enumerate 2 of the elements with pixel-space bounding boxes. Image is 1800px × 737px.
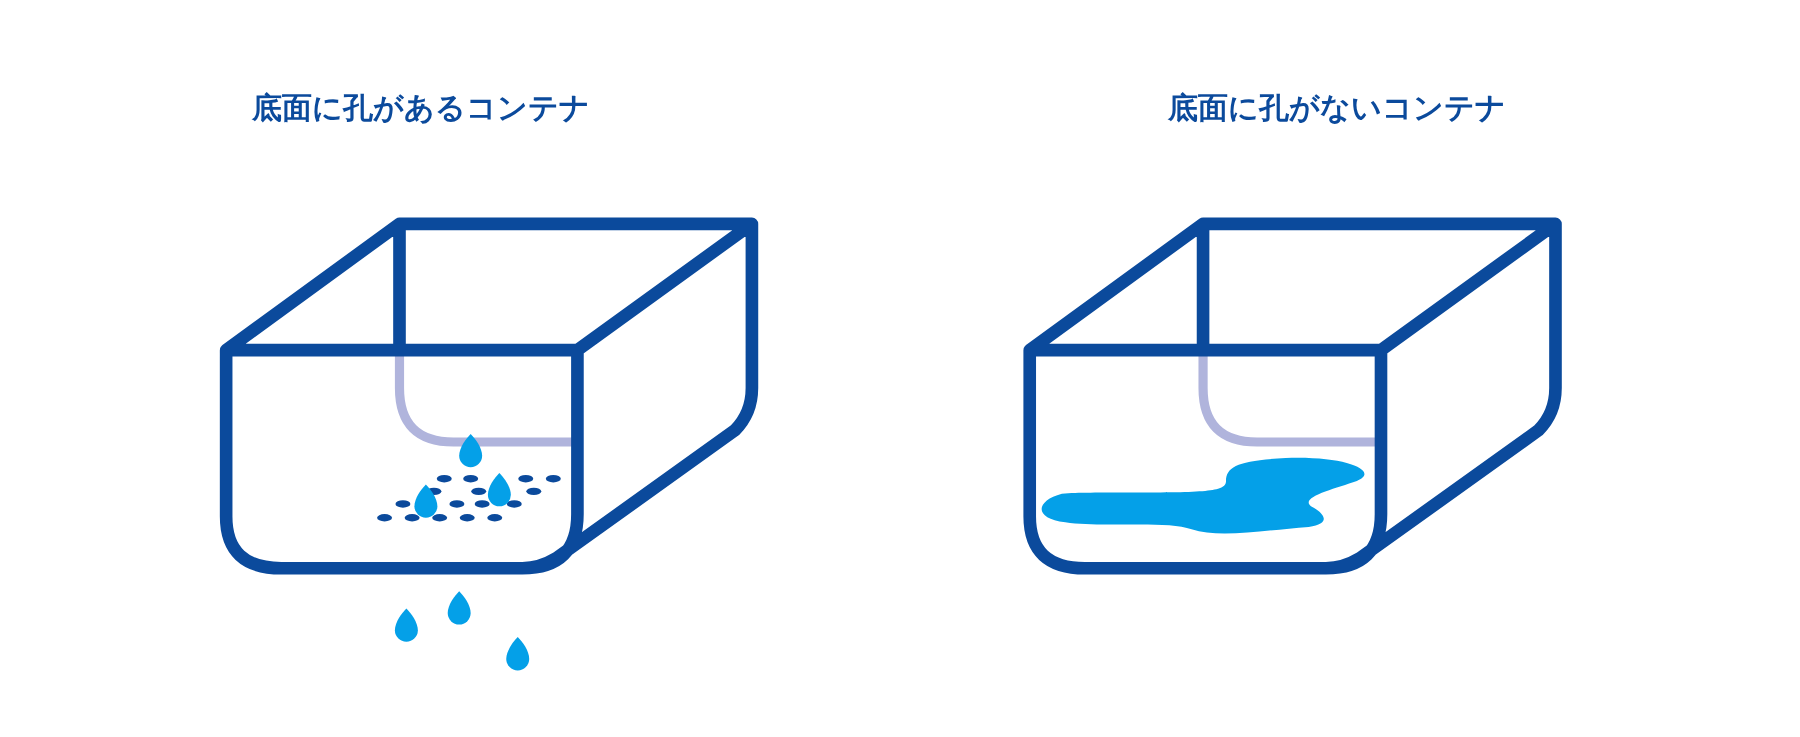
heading: 底面に孔がないコンテナ bbox=[1168, 89, 1506, 127]
heading: 底面に孔があるコンテナ bbox=[252, 89, 590, 127]
